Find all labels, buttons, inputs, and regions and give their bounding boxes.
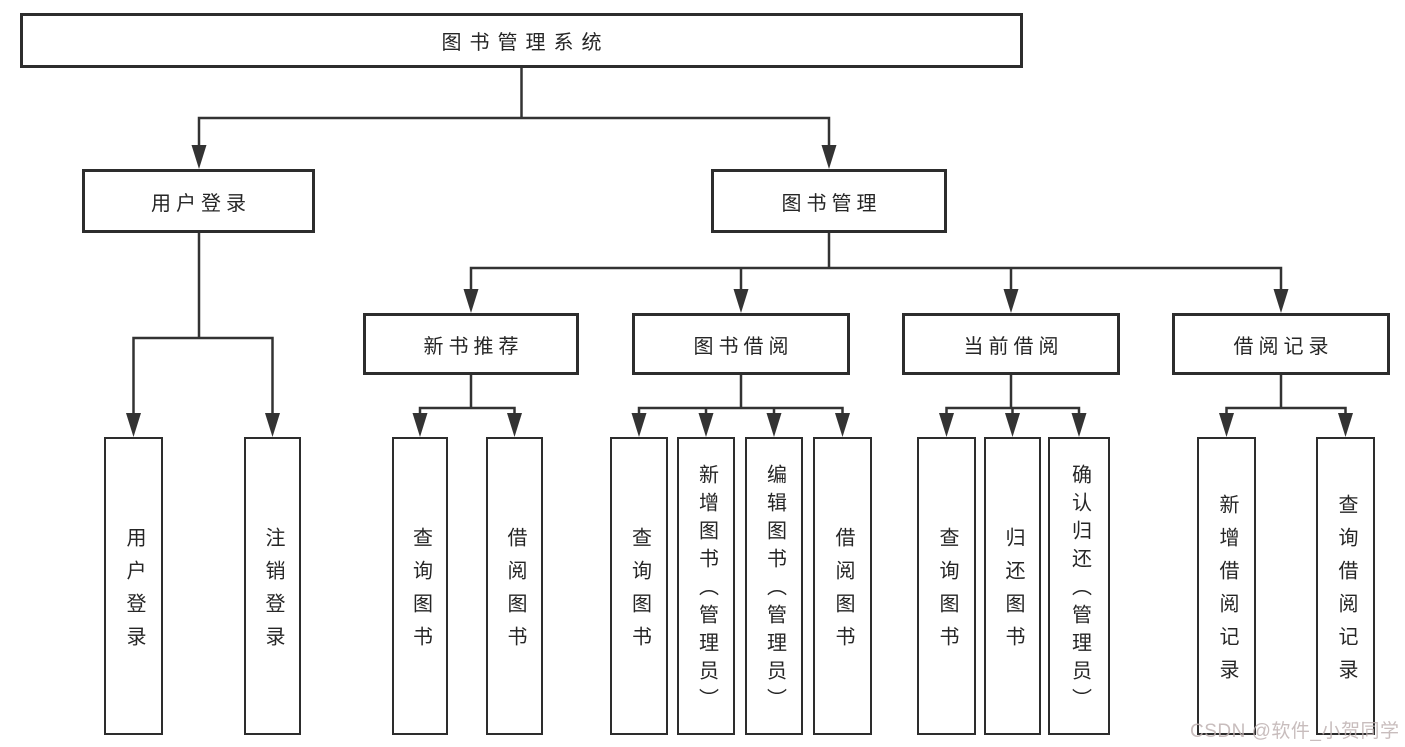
leaf-query-books-borrow: 查询图书 [610, 437, 668, 735]
node-root-system: 图书管理系统 [20, 13, 1023, 68]
leaf-label: 借阅图书 [832, 526, 854, 659]
node-label: 新书推荐 [423, 335, 524, 358]
leaf-logout: 注销登录 [244, 437, 301, 735]
leaf-borrow-books-recommend: 借阅图书 [486, 437, 543, 735]
node-user-login-branch: 用户登录 [82, 169, 315, 233]
node-root-label: 图书管理系统 [441, 32, 610, 54]
leaf-return-books: 归还图书 [984, 437, 1041, 735]
leaf-confirm-return-admin: 确认归还（管理员） [1048, 437, 1110, 735]
node-label: 图书借阅 [693, 335, 794, 358]
leaf-borrow-books: 借阅图书 [813, 437, 872, 735]
node-new-book-recommend: 新书推荐 [363, 313, 579, 375]
watermark: CSDN @软件_小贺同学 [1190, 721, 1400, 742]
node-book-manage-branch: 图书管理 [711, 169, 947, 233]
node-book-borrow: 图书借阅 [632, 313, 850, 375]
leaf-label: 查询图书 [628, 526, 651, 659]
leaf-add-books-admin: 新增图书（管理员） [677, 437, 735, 735]
leaf-label: 用户登录 [123, 526, 145, 659]
leaf-query-books-current: 查询图书 [917, 437, 976, 735]
leaf-add-borrow-record: 新增借阅记录 [1197, 437, 1256, 735]
leaf-label: 确认归还（管理员） [1068, 464, 1091, 716]
leaf-label: 借阅图书 [504, 526, 526, 659]
leaf-label: 编辑图书（管理员） [763, 464, 786, 716]
leaf-label: 新增图书（管理员） [695, 464, 718, 716]
node-label: 借阅记录 [1233, 335, 1334, 358]
leaf-query-books-recommend: 查询图书 [392, 437, 448, 735]
leaf-label: 查询借阅记录 [1335, 493, 1357, 692]
leaf-label: 查询图书 [409, 526, 432, 659]
arrowheads [126, 145, 1353, 437]
node-current-borrow: 当前借阅 [902, 313, 1120, 375]
node-borrow-records: 借阅记录 [1172, 313, 1390, 375]
leaf-query-borrow-record: 查询借阅记录 [1316, 437, 1375, 735]
leaf-edit-books-admin: 编辑图书（管理员） [745, 437, 803, 735]
leaf-label: 归还图书 [1002, 526, 1024, 659]
node-label: 图书管理 [781, 192, 882, 215]
leaf-label: 新增借阅记录 [1216, 493, 1238, 692]
leaf-user-login: 用户登录 [104, 437, 163, 735]
leaf-label: 注销登录 [262, 526, 284, 659]
node-label: 用户登录 [151, 192, 251, 215]
leaf-label: 查询图书 [936, 526, 958, 659]
node-label: 当前借阅 [963, 335, 1064, 358]
